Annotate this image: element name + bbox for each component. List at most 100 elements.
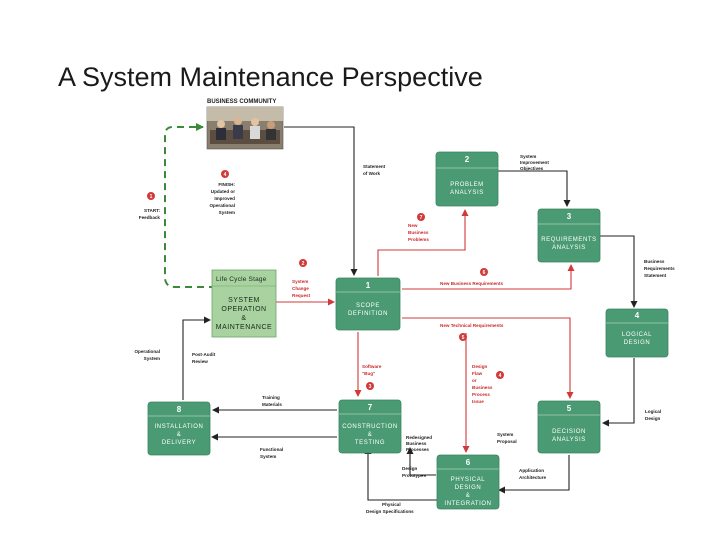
svg-text:"Bug": "Bug" — [362, 371, 375, 376]
phase-box-construction-testing: 7 CONSTRUCTION & TESTING — [338, 399, 402, 454]
svg-text:6: 6 — [466, 458, 471, 467]
svg-text:Application: Application — [519, 468, 544, 473]
svg-text:OPERATION: OPERATION — [221, 306, 266, 313]
arrow-logical-to-decision — [602, 358, 635, 427]
svg-text:&: & — [466, 493, 471, 499]
svg-text:Software: Software — [362, 364, 382, 369]
svg-text:PROBLEM: PROBLEM — [450, 182, 484, 188]
svg-text:System: System — [520, 154, 536, 159]
svg-text:2: 2 — [302, 261, 305, 267]
svg-text:5: 5 — [462, 335, 465, 341]
business-community-photo — [206, 106, 284, 150]
business-community-label: BUSINESS COMMUNITY — [207, 99, 276, 105]
svg-text:DESIGN: DESIGN — [455, 485, 482, 491]
svg-text:Design: Design — [472, 364, 488, 369]
svg-text:INSTALLATION: INSTALLATION — [155, 424, 204, 430]
svg-text:DECISION: DECISION — [552, 429, 586, 435]
svg-text:System: System — [144, 356, 160, 361]
svg-text:Review: Review — [192, 359, 208, 364]
svg-text:4: 4 — [635, 311, 640, 320]
svg-text:Physical: Physical — [382, 502, 401, 507]
svg-text:7: 7 — [420, 215, 423, 221]
svg-text:LOGICAL: LOGICAL — [622, 332, 652, 338]
svg-text:&: & — [368, 432, 373, 438]
arrow-new-business-problems — [377, 209, 469, 276]
arrow-physical-to-construction — [406, 447, 436, 476]
page-title: A System Maintenance Perspective — [58, 62, 483, 92]
arrow-problem-to-requirements — [498, 170, 571, 207]
svg-text:3: 3 — [369, 384, 372, 390]
svg-text:4: 4 — [499, 373, 502, 379]
arrow-requirements-to-logical — [600, 235, 638, 308]
phase-box-logical-design: 4 LOGICAL DESIGN — [605, 308, 669, 358]
notes: Statement of Work System Improvement Obj… — [134, 154, 675, 514]
phase-box-physical-design-integration: 6 PHYSICAL DESIGN & INTEGRATION — [436, 454, 500, 510]
svg-text:2: 2 — [465, 155, 470, 164]
svg-text:6: 6 — [483, 270, 486, 276]
svg-text:Design Specifications: Design Specifications — [366, 509, 414, 514]
svg-text:Logical: Logical — [645, 409, 661, 414]
svg-text:Business: Business — [408, 230, 429, 235]
phase-box-scope-definition: 1 SCOPE DEFINITION — [335, 277, 401, 331]
svg-text:Requirements: Requirements — [644, 266, 675, 271]
svg-text:Improvement: Improvement — [520, 160, 549, 165]
svg-text:REQUIREMENTS: REQUIREMENTS — [541, 237, 597, 243]
svg-text:New Technical Requirements: New Technical Requirements — [440, 323, 504, 328]
phase-box-decision-analysis: 5 DECISION ANALYSIS — [537, 400, 601, 454]
svg-text:START:: START: — [144, 208, 160, 213]
svg-text:SCOPE: SCOPE — [356, 303, 380, 309]
svg-text:or: or — [472, 378, 477, 383]
badge-software-bug: 3 — [366, 382, 374, 390]
svg-text:5: 5 — [567, 404, 572, 413]
svg-text:FINISH:: FINISH: — [218, 182, 235, 187]
maintenance-arrows — [276, 209, 575, 453]
svg-text:DELIVERY: DELIVERY — [162, 440, 196, 446]
arrow-new-business-requirements — [402, 264, 575, 290]
svg-text:PHYSICAL: PHYSICAL — [451, 477, 486, 483]
svg-text:TESTING: TESTING — [355, 440, 385, 446]
svg-text:System: System — [497, 432, 513, 437]
svg-text:Training: Training — [262, 395, 280, 400]
svg-text:1: 1 — [150, 194, 153, 200]
svg-text:7: 7 — [368, 403, 373, 412]
svg-text:Process: Process — [472, 392, 490, 397]
svg-text:System: System — [260, 454, 276, 459]
svg-text:System: System — [219, 210, 235, 215]
svg-text:Statement: Statement — [644, 273, 667, 278]
svg-text:Processes: Processes — [406, 447, 429, 452]
svg-text:Design: Design — [645, 416, 661, 421]
arrow-physical-to-construction-lower — [364, 447, 464, 501]
svg-text:Request: Request — [292, 293, 311, 298]
badge-finish: 4 — [221, 170, 229, 178]
svg-text:New Business Requirements: New Business Requirements — [440, 281, 504, 286]
svg-text:Functional: Functional — [260, 447, 283, 452]
phase-box-requirements-analysis: 3 REQUIREMENTS ANALYSIS — [537, 208, 601, 263]
svg-text:Proposal: Proposal — [497, 439, 517, 444]
svg-text:Change: Change — [292, 286, 309, 291]
red-notes: New Business Problems System Change Requ… — [292, 223, 504, 404]
svg-text:MAINTENANCE: MAINTENANCE — [216, 324, 272, 331]
svg-text:ANALYSIS: ANALYSIS — [450, 190, 484, 196]
badge-start: 1 — [147, 192, 155, 200]
svg-text:CONSTRUCTION: CONSTRUCTION — [342, 424, 398, 430]
svg-text:Operational: Operational — [209, 203, 235, 208]
svg-text:DEFINITION: DEFINITION — [348, 311, 388, 317]
flow-arrows — [182, 126, 638, 501]
svg-text:Business: Business — [472, 385, 493, 390]
svg-text:Objectives: Objectives — [520, 166, 544, 171]
badge-new-business-requirements: 6 — [480, 268, 488, 276]
svg-text:INTEGRATION: INTEGRATION — [444, 501, 491, 507]
arrow-feedback-loop — [164, 123, 216, 288]
svg-text:4: 4 — [224, 172, 227, 178]
svg-text:Business: Business — [406, 441, 427, 446]
svg-text:&: & — [241, 315, 246, 322]
svg-text:of Work: of Work — [363, 171, 380, 176]
svg-text:DESIGN: DESIGN — [624, 340, 651, 346]
svg-text:Post-Audit: Post-Audit — [192, 352, 216, 357]
svg-text:Problems: Problems — [408, 237, 429, 242]
arrow-decision-to-physical — [498, 455, 570, 494]
arrow-new-technical-requirements — [402, 317, 574, 399]
svg-text:8: 8 — [177, 405, 182, 414]
svg-text:ANALYSIS: ANALYSIS — [552, 437, 586, 443]
